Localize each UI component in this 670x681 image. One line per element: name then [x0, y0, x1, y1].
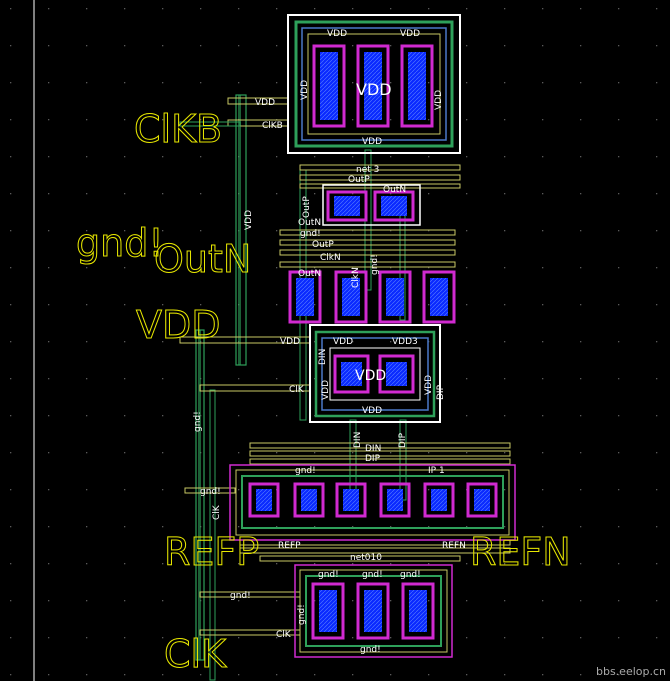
pin-label: ClKB: [262, 121, 283, 131]
pin-label: gnd!: [318, 570, 339, 580]
big-net-labels: ClKB gnd! OutN VDD REFP REFN ClK: [76, 107, 572, 677]
pin-label: VDD: [355, 368, 386, 384]
top-pmos-block[interactable]: [287, 14, 461, 154]
pin-label: VDD: [300, 80, 310, 100]
pin-label: OutN: [298, 218, 321, 228]
pin-label: IP 1: [428, 466, 445, 476]
pin-label: OutP: [312, 240, 334, 250]
pin-label: VDD: [333, 337, 353, 347]
pin-label: OutN: [298, 269, 321, 279]
pin-label: gnd!: [230, 591, 251, 601]
pin-label: OutP: [302, 196, 312, 218]
pin-label: net010: [350, 553, 382, 563]
big-label-clk: ClK: [164, 632, 227, 676]
pin-label: VDD: [327, 29, 347, 39]
pin-label: ClK: [212, 504, 222, 520]
nmos-row-1[interactable]: [288, 270, 456, 324]
diff-pair-block[interactable]: [229, 464, 516, 541]
pin-label: DIP: [436, 384, 446, 400]
latch-pair-block[interactable]: [322, 184, 421, 226]
pin-label: gnd!: [360, 645, 381, 655]
pin-label: VDD: [255, 98, 275, 108]
pin-label: VDD: [280, 337, 300, 347]
pin-label: ClkN: [351, 267, 361, 288]
pin-label: gnd!: [370, 254, 380, 275]
big-label-refn: REFN: [470, 530, 571, 574]
pin-label: VDD: [434, 90, 444, 110]
pin-label: DIN: [353, 432, 363, 448]
pin-label: VDD: [362, 137, 382, 147]
pin-label: VDD: [321, 380, 331, 400]
pin-label: ClK: [289, 385, 305, 395]
pin-label: gnd!: [362, 570, 383, 580]
pin-label: VDD: [356, 80, 392, 99]
big-label-vdd: VDD: [136, 303, 221, 347]
pin-label: VDD: [400, 29, 420, 39]
pin-label: OutP: [348, 175, 370, 185]
pin-label: gnd!: [295, 466, 316, 476]
pin-label: DIN: [318, 349, 328, 365]
pin-label: VDD: [244, 210, 254, 230]
pin-label: REFN: [442, 541, 466, 551]
pin-label: VDD3: [392, 337, 418, 347]
pin-label: OutN: [383, 185, 406, 195]
pin-label: gnd!: [200, 487, 221, 497]
pin-label: gnd!: [297, 604, 307, 625]
pin-label: gnd!: [193, 411, 203, 432]
pin-label: DIP: [398, 432, 408, 448]
pin-label: ClkN: [320, 253, 341, 263]
big-label-clkb: ClKB: [134, 107, 222, 151]
pin-label: net 3: [356, 165, 379, 175]
pin-label: DIN: [365, 444, 381, 454]
big-label-outn: OutN: [154, 237, 251, 281]
pin-label: VDD: [362, 406, 382, 416]
pin-label: VDD: [424, 375, 434, 395]
pin-label: DIP: [365, 454, 381, 464]
pin-labels: VDD VDD VDD VDD VDD ClKB net 3 OutP OutN…: [193, 29, 466, 655]
bottom-nmos-block[interactable]: [294, 564, 453, 658]
pin-label: REFP: [278, 541, 301, 551]
watermark: bbs.eelop.cn: [595, 665, 666, 678]
pin-label: gnd!: [300, 229, 321, 239]
middle-pmos-block[interactable]: [309, 324, 441, 423]
big-label-gnd: gnd!: [76, 221, 164, 265]
pin-label: ClK: [276, 630, 292, 640]
pin-label: gnd!: [400, 570, 421, 580]
big-label-refp: REFP: [164, 530, 259, 574]
